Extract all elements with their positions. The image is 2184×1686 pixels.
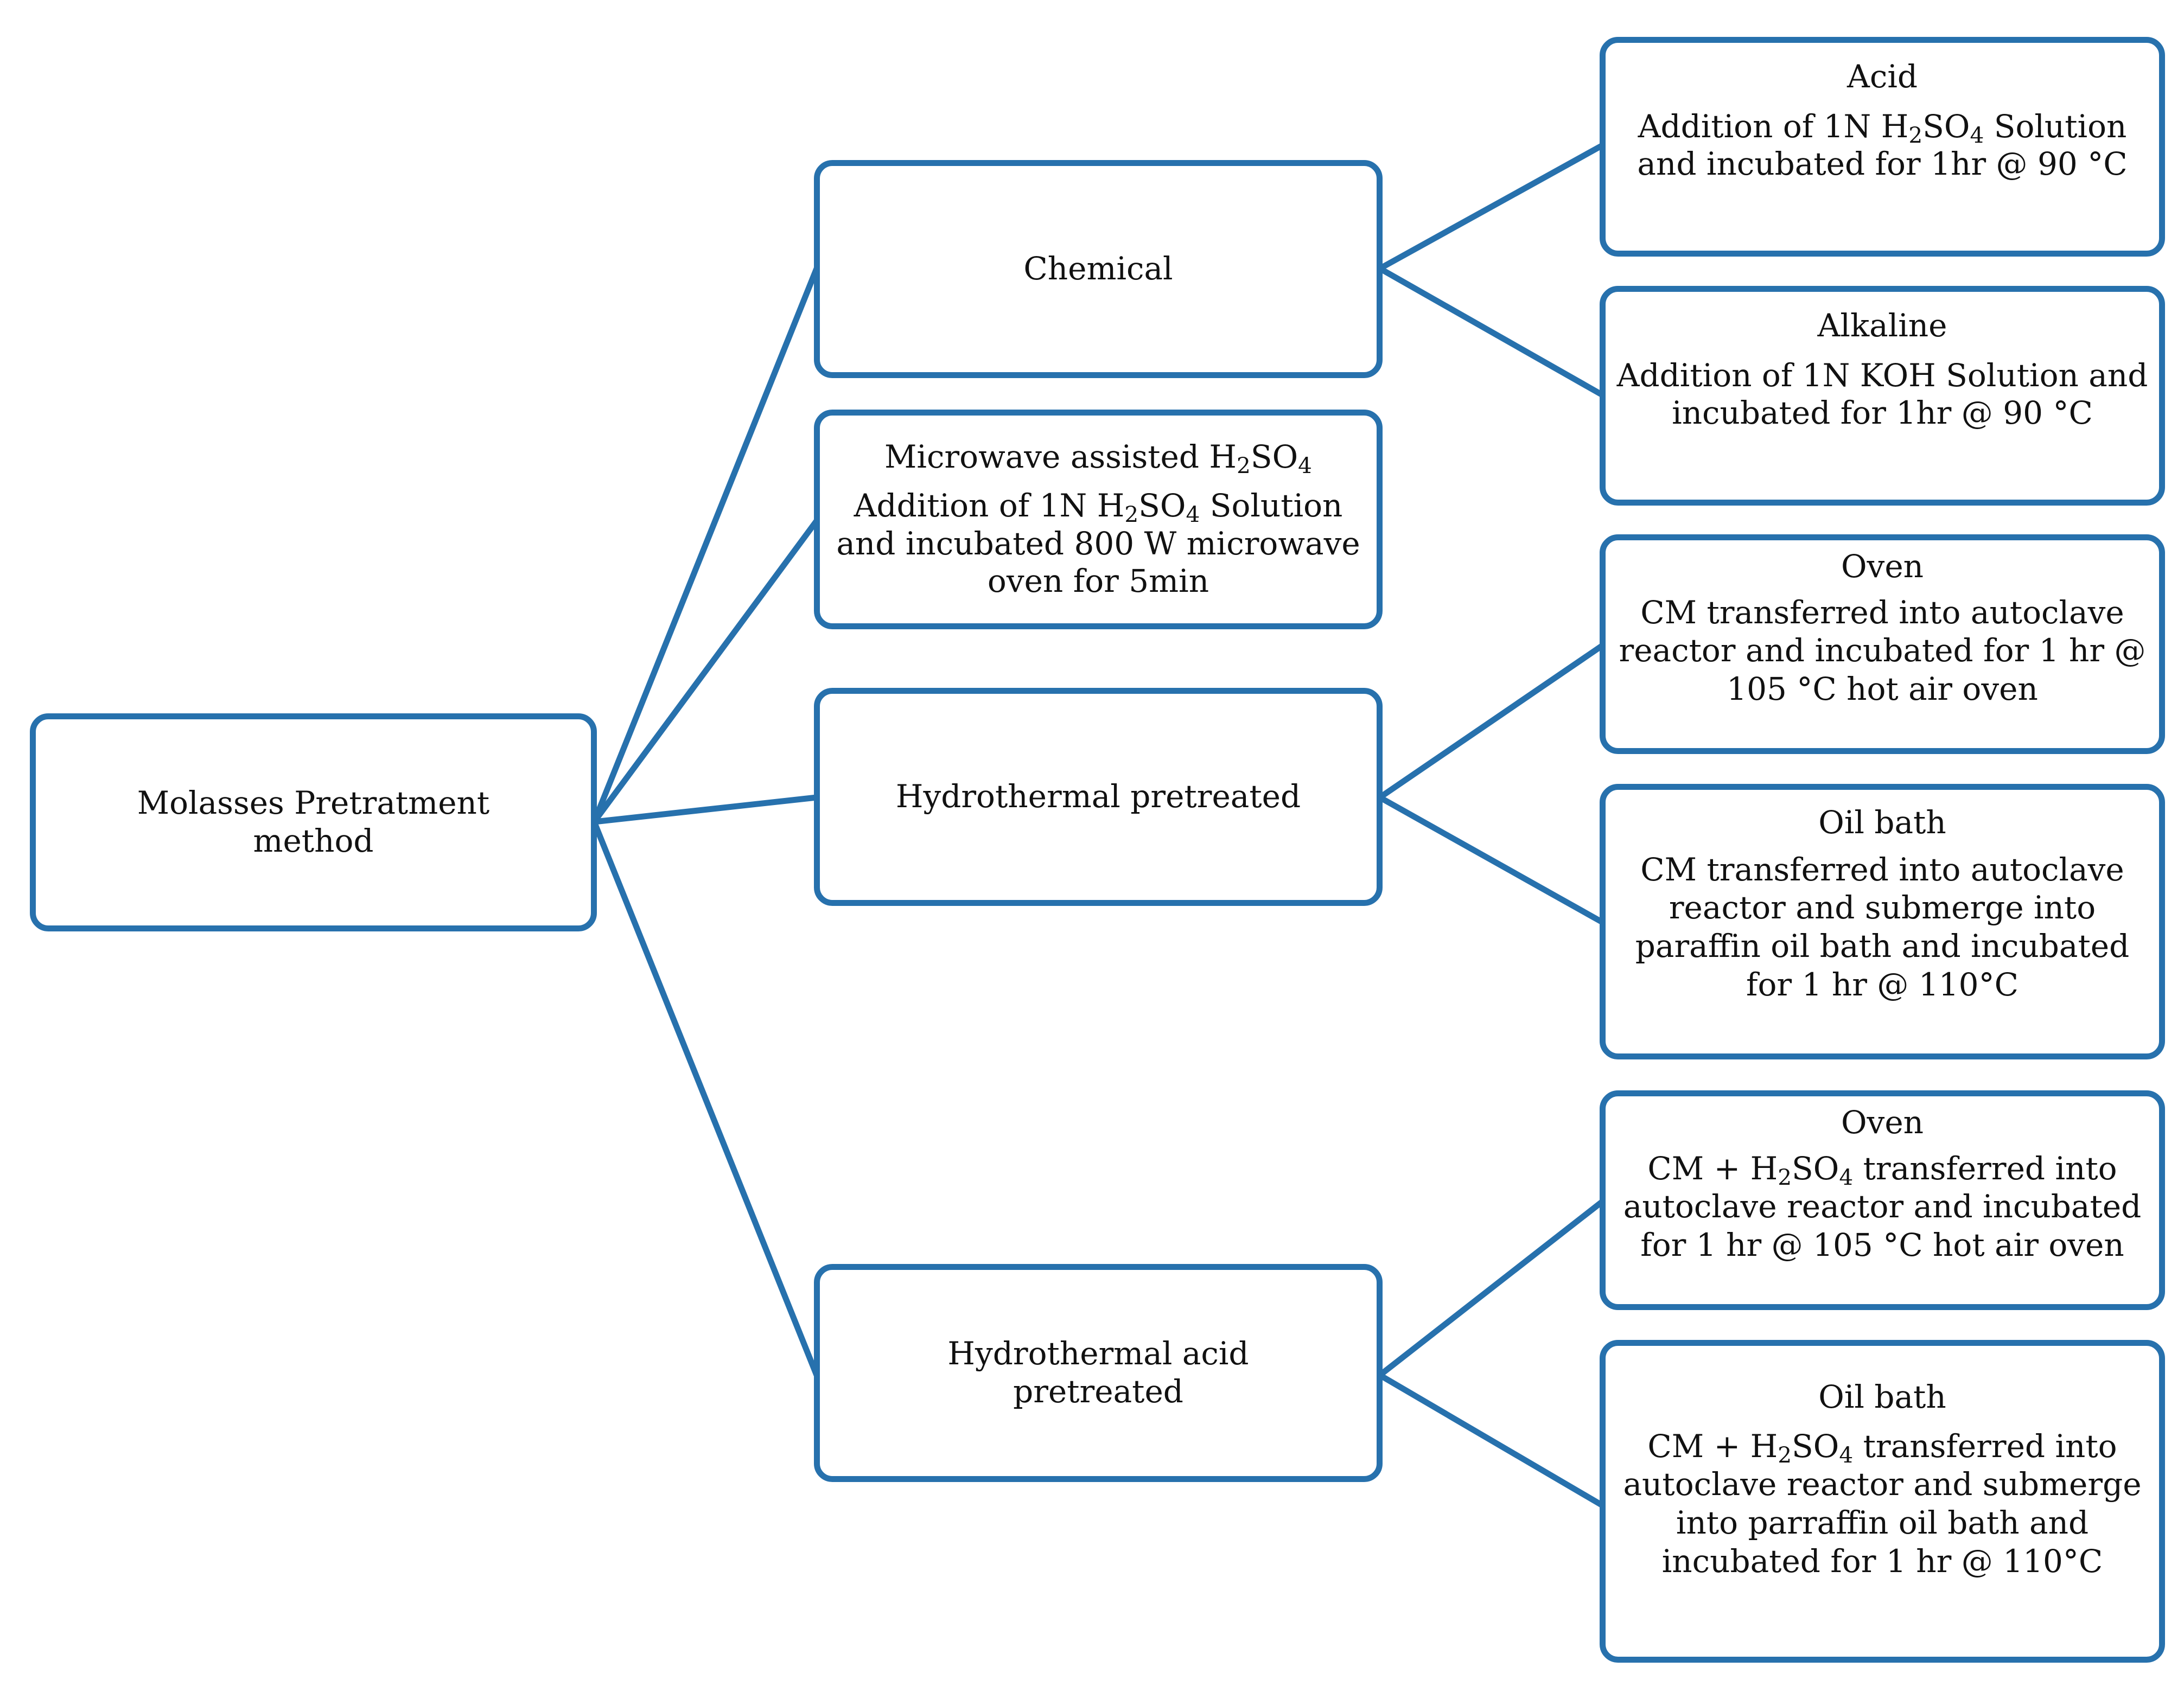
acid-node: Acid Addition of 1N H2SO4 Solution and i… <box>1600 37 2165 257</box>
alkaline-node: Alkaline Addition of 1N KOH Solution and… <box>1600 286 2165 506</box>
hydrothermal-oven-node: Oven CM transferred into autoclave react… <box>1600 534 2165 754</box>
hydrothermal-node: Hydrothermal pretreated <box>814 688 1383 906</box>
hydrothermal-acid-oil-bath-title: Oil bath <box>1818 1378 1946 1415</box>
acid-desc: Addition of 1N H2SO4 Solution and incuba… <box>1637 107 2128 183</box>
connector-root-chemical <box>591 265 820 825</box>
hydrothermal-label: Hydrothermal pretreated <box>895 778 1301 815</box>
hydrothermal-acid-label: Hydrothermal acid pretreated <box>947 1335 1249 1410</box>
root-label: Molasses Pretratment method <box>137 784 490 859</box>
hydrothermal-acid-oil-bath-node: Oil bath CM + H2SO4 transferred into aut… <box>1600 1340 2165 1663</box>
chemical-node: Chemical <box>814 160 1383 378</box>
connector-hydrothermal-oil-bath <box>1377 794 1606 925</box>
hydrothermal-oil-bath-title: Oil bath <box>1818 804 1946 841</box>
chemical-label: Chemical <box>1023 250 1173 288</box>
root-node: Molasses Pretratment method <box>30 713 597 931</box>
connector-root-hydrothermal <box>591 794 820 825</box>
microwave-title: Microwave assisted H2SO4 <box>884 438 1312 479</box>
connector-hydrothermal-oven <box>1377 642 1606 801</box>
hydrothermal-acid-node: Hydrothermal acid pretreated <box>814 1264 1383 1482</box>
connector-chemical-alkaline <box>1377 265 1606 398</box>
connector-chemical-acid <box>1377 142 1606 272</box>
hydrothermal-oil-bath-node: Oil bath CM transferred into autoclave r… <box>1600 784 2165 1059</box>
hydrothermal-acid-oven-title: Oven <box>1841 1104 1924 1141</box>
hydrothermal-acid-oven-node: Oven CM + H2SO4 transferred into autocla… <box>1600 1090 2165 1310</box>
connector-hydrothermal-acid-oven <box>1377 1198 1606 1378</box>
connector-root-hydrothermal-acid <box>591 819 820 1378</box>
connector-root-microwave <box>591 518 820 825</box>
hydrothermal-oil-bath-desc: CM transferred into autoclave reactor an… <box>1635 851 2130 1003</box>
hydrothermal-oven-title: Oven <box>1841 548 1924 585</box>
hydrothermal-acid-oven-desc: CM + H2SO4 transferred into autoclave re… <box>1623 1149 2142 1264</box>
microwave-node: Microwave assisted H2SO4 Addition of 1N … <box>814 410 1383 629</box>
connector-hydrothermal-acid-oil-bath <box>1377 1372 1606 1509</box>
hydrothermal-acid-oil-bath-desc: CM + H2SO4 transferred into autoclave re… <box>1623 1427 2142 1580</box>
microwave-desc: Addition of 1N H2SO4 Solution and incuba… <box>836 487 1360 600</box>
acid-title: Acid <box>1846 58 1918 95</box>
hydrothermal-oven-desc: CM transferred into autoclave reactor an… <box>1619 593 2146 708</box>
alkaline-title: Alkaline <box>1817 307 1947 344</box>
alkaline-desc: Addition of 1N KOH Solution and incubate… <box>1616 356 2148 432</box>
